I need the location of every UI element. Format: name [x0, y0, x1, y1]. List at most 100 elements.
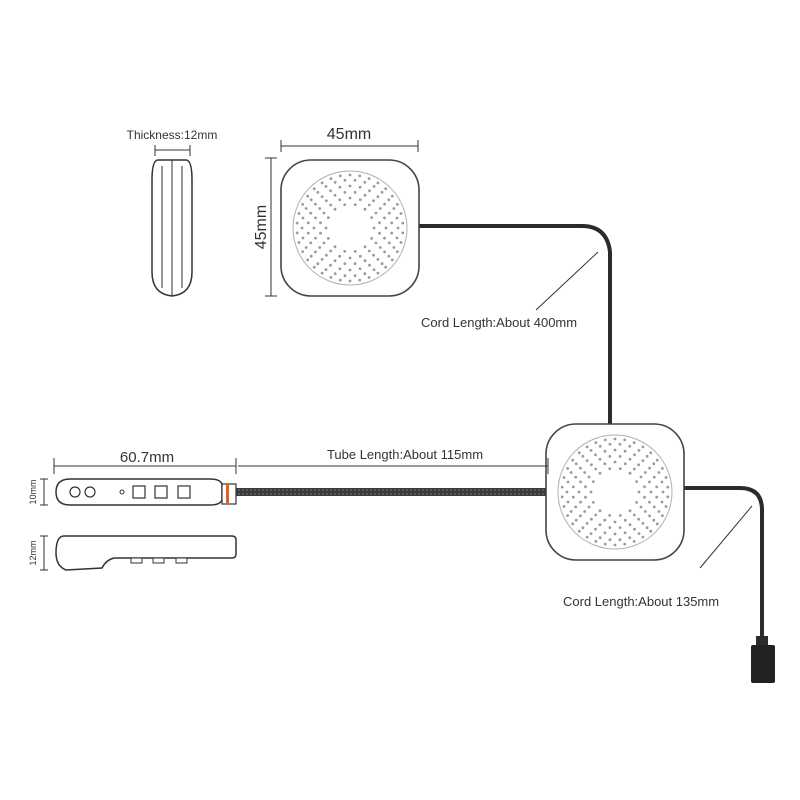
grill-dot — [598, 509, 602, 513]
grill-dot — [363, 272, 367, 276]
grill-dot — [581, 526, 585, 530]
grill-dot — [565, 490, 569, 494]
grill-dot — [649, 490, 653, 494]
grill-dot — [392, 246, 396, 249]
grill-dot — [372, 185, 376, 188]
grill-dot — [628, 509, 632, 513]
grill-dot — [401, 231, 405, 235]
grill-dot — [333, 245, 337, 249]
grill-dot — [306, 221, 310, 225]
grill-dot — [353, 262, 357, 265]
grill-dot — [652, 518, 656, 522]
grill-dot — [372, 268, 376, 271]
grill-dot — [358, 174, 362, 178]
remote-thickness-dimension — [40, 535, 48, 571]
grill-dot — [309, 211, 313, 215]
grill-dot — [295, 231, 299, 235]
grill-dot — [648, 514, 651, 518]
grill-dot — [639, 505, 643, 509]
cord-long-leader — [535, 251, 599, 311]
grill-dot — [587, 475, 591, 479]
grill-dot — [353, 250, 357, 253]
grill-dot — [618, 467, 622, 470]
grill-dot — [320, 195, 324, 199]
grill-dot — [343, 203, 347, 207]
grill-dot — [363, 193, 367, 197]
grill-dot — [577, 529, 581, 533]
grill-dot — [666, 485, 670, 489]
grill-dot — [380, 262, 384, 266]
connector-plug — [751, 636, 775, 683]
grill-dot — [585, 535, 589, 539]
grill-dot — [348, 196, 352, 200]
speaker-side-profile — [151, 159, 193, 297]
speaker-bottom — [545, 423, 685, 561]
grill-dot — [338, 174, 342, 178]
grill-dot — [618, 538, 622, 542]
grill-dot — [571, 458, 575, 462]
grill-dot — [574, 462, 578, 466]
grill-dot — [637, 463, 640, 467]
grill-dot — [648, 500, 651, 504]
grill-dot — [641, 535, 645, 539]
grill-dot — [327, 216, 330, 220]
grill-dot — [376, 195, 380, 199]
grill-dot — [623, 462, 627, 466]
grill-dot — [348, 279, 352, 283]
grill-dot — [632, 467, 636, 471]
grill-dot — [333, 180, 337, 184]
grill-dot — [594, 527, 597, 531]
grill-dot — [301, 216, 305, 220]
grill-dot — [562, 476, 566, 479]
grill-dot — [372, 226, 376, 230]
grill-dot — [589, 449, 593, 452]
grill-dot — [594, 513, 598, 517]
grill-dot — [566, 500, 570, 504]
grill-dot — [583, 510, 587, 513]
grill-dot — [645, 526, 649, 530]
grill-dot — [358, 185, 362, 189]
grill-dot — [648, 466, 651, 470]
grill-dot — [329, 276, 333, 279]
grill-dot — [316, 262, 320, 266]
grill-dot — [618, 526, 622, 529]
grill-dot — [378, 221, 381, 225]
grill-dot — [318, 246, 322, 249]
grill-dot — [324, 268, 328, 271]
grill-dot — [353, 274, 357, 278]
remote-length-dimension — [53, 458, 237, 474]
grill-dot — [390, 258, 394, 262]
grill-dot — [608, 455, 612, 458]
grill-dot — [309, 198, 313, 202]
speaker-top-grill — [295, 173, 405, 283]
grill-dot — [368, 263, 371, 267]
grill-dot — [603, 542, 607, 546]
grill-dot — [598, 536, 602, 540]
grill-dot — [378, 231, 381, 235]
grill-dot — [353, 191, 357, 194]
grill-dot — [367, 249, 371, 253]
grill-dot — [652, 475, 656, 479]
grill-dot — [649, 529, 653, 533]
grill-dot — [320, 258, 324, 261]
cord-400mm — [418, 224, 612, 428]
grill-dot — [603, 518, 607, 522]
grill-dot — [378, 246, 382, 249]
grill-dot — [338, 278, 342, 282]
grill-dot — [618, 514, 622, 517]
grill-dot — [603, 462, 607, 466]
grill-dot — [592, 501, 595, 504]
grill-dot — [664, 505, 668, 508]
grill-dot — [319, 221, 322, 225]
grill-dot — [623, 449, 627, 453]
grill-dot — [343, 191, 347, 194]
gooseneck-tube — [234, 488, 550, 496]
grill-dot — [312, 265, 316, 269]
grill-dot — [374, 211, 378, 215]
grill-dot — [592, 480, 595, 483]
grill-dot — [655, 495, 659, 499]
grill-dot — [387, 198, 391, 202]
grill-dot — [579, 466, 582, 470]
grill-dot — [623, 518, 627, 522]
